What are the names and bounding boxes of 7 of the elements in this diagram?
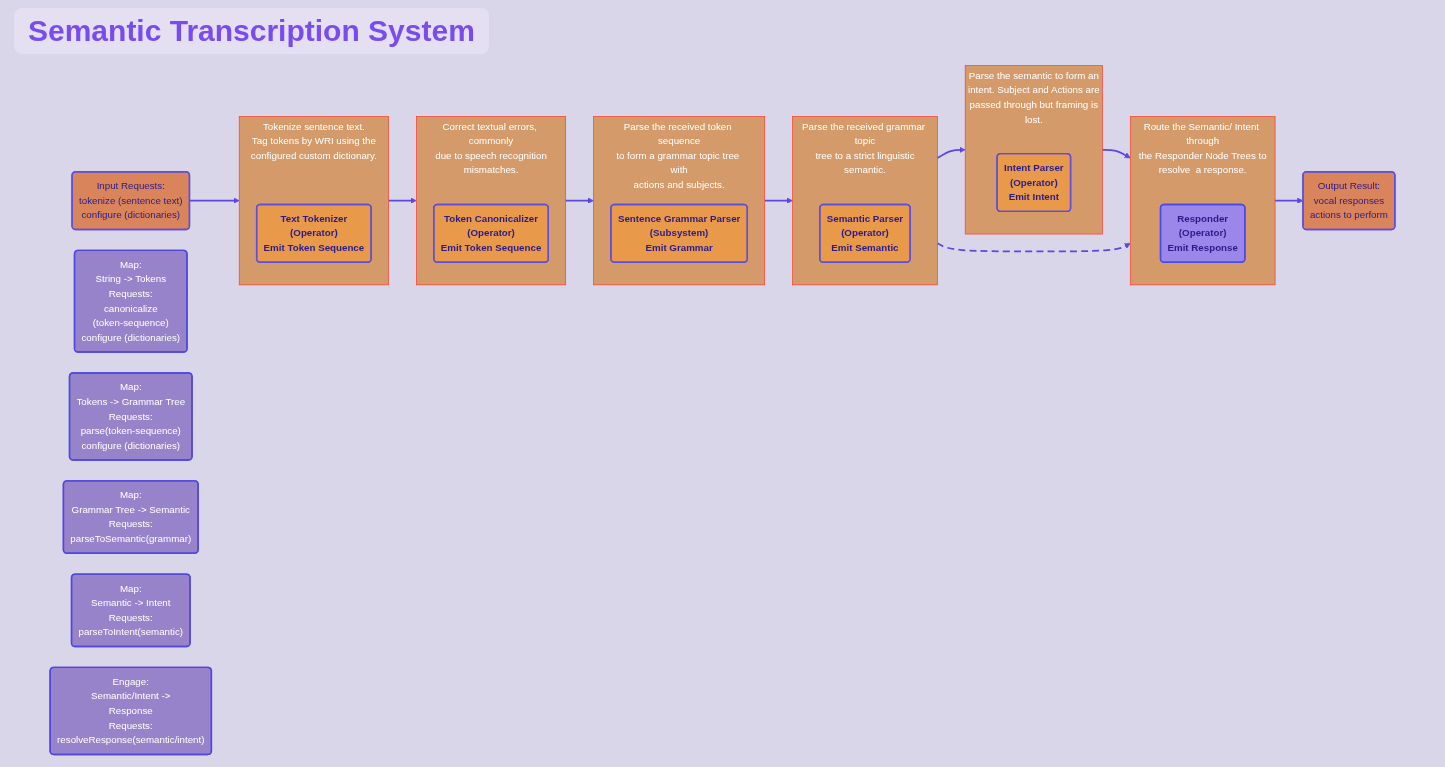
arrow (763, 197, 793, 204)
arrow (936, 146, 966, 159)
arrow (1101, 148, 1131, 159)
diagram-title: Semantic Transcription System (14, 8, 489, 54)
arrow (564, 197, 594, 204)
arrow (936, 242, 1131, 253)
arrow (387, 197, 417, 204)
